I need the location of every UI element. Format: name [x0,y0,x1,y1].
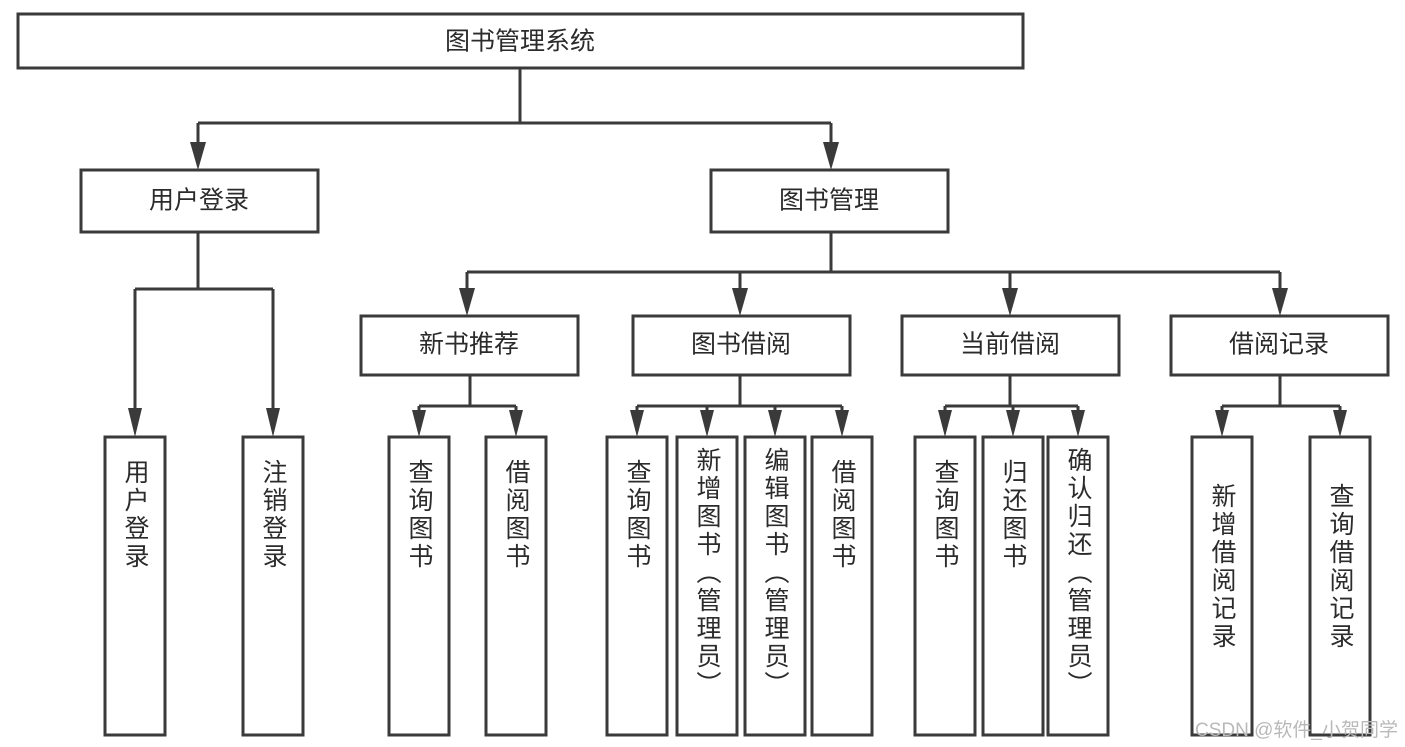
node-current-borrowing-label: 当前借阅 [960,331,1060,359]
node-user-login-box[interactable] [79,168,320,234]
node-new-book-recommendation-box[interactable] [359,314,580,377]
leaf-borrow-borrow-book[interactable]: 借阅图书 [810,435,874,737]
leaf-borrow-query-book[interactable]: 查询图书 [605,435,669,737]
arrow-head-new-book-leaf-2 [509,410,523,437]
arrow-head-book-borrow-leaf-2 [700,410,714,437]
leaf-borrow-query-book-label: 查询图书 [623,459,652,571]
leaf-borrow-edit-book[interactable]: 编辑图书（管理员） [743,435,807,737]
node-book-management-label: 图书管理 [779,187,879,215]
arrow-head-book-borrow-leaf-4 [835,410,849,437]
connector-group-book-mgmt [459,232,1288,316]
node-book-management-box[interactable] [709,168,950,234]
leaf-borrow-add-book[interactable]: 新增图书（管理员） [675,435,739,737]
leaf-current-query-book[interactable]: 查询图书 [913,435,977,737]
leaf-logout-label: 注销登录 [259,459,288,571]
leaf-borrow-query-book-box[interactable] [605,435,669,737]
connector-group-root [190,68,839,170]
leaf-borrow-borrow-book-box[interactable] [810,435,874,737]
leaf-records-add[interactable]: 新增借阅记录 [1190,435,1254,737]
leaf-records-query-box[interactable] [1308,435,1372,737]
arrow-head-new-book-leaf-1 [412,410,426,437]
connector-group-borrow-records [1215,375,1347,437]
leaf-current-confirm-return-label: 确认归还（管理员） [1064,447,1093,699]
node-borrowing-records-label: 借阅记录 [1229,331,1329,359]
arrow-head-to-current-borrow [1002,288,1018,316]
arrow-head-to-new-book-rec [459,288,475,316]
leaf-new-book-borrow-label: 借阅图书 [502,459,531,571]
leaf-borrow-add-book-box[interactable] [675,435,739,737]
leaf-current-return-book-label: 归还图书 [999,459,1028,571]
arrow-head-book-borrow-leaf-3 [768,410,782,437]
leaf-user-login[interactable]: 用户登录 [103,435,167,737]
leaf-user-login-label: 用户登录 [121,459,150,571]
leaf-records-query[interactable]: 查询借阅记录 [1308,435,1372,737]
arrow-head-to-borrow-records [1272,288,1288,316]
node-root-label: 图书管理系统 [445,28,595,56]
leaf-new-book-query-box[interactable] [387,435,451,737]
leaf-new-book-query[interactable]: 查询图书 [387,435,451,737]
connector-group-book-borrow [630,375,849,437]
node-book-management[interactable]: 图书管理 [709,168,950,234]
leaf-new-book-borrow-box[interactable] [484,435,548,737]
arrow-head-current-borrow-leaf-2 [1006,410,1020,437]
node-root-box[interactable] [16,12,1025,70]
leaf-records-query-label: 查询借阅记录 [1326,483,1355,651]
node-current-borrowing[interactable]: 当前借阅 [900,314,1121,377]
leaf-new-book-query-label: 查询图书 [405,459,434,571]
arrow-head-current-borrow-leaf-1 [938,410,952,437]
leaf-new-book-borrow[interactable]: 借阅图书 [484,435,548,737]
watermark-label: CSDN @软件_小贺同学 [1195,719,1398,741]
arrow-head-current-borrow-leaf-3 [1071,410,1085,437]
leaf-borrow-add-book-label: 新增图书（管理员） [693,447,722,699]
leaf-current-query-book-label: 查询图书 [931,459,960,571]
leaf-current-return-book[interactable]: 归还图书 [981,435,1045,737]
leaf-current-return-book-box[interactable] [981,435,1045,737]
leaf-current-query-book-box[interactable] [913,435,977,737]
arrow-head-to-book-borrow [732,288,748,316]
node-user-login[interactable]: 用户登录 [79,168,320,234]
leaf-records-add-box[interactable] [1190,435,1254,737]
arrow-head-book-borrow-leaf-1 [630,410,644,437]
arrow-head-borrow-records-leaf-1 [1215,410,1229,437]
arrow-head-borrow-records-leaf-2 [1333,410,1347,437]
node-root-system[interactable]: 图书管理系统 [16,12,1025,70]
leaf-logout-box[interactable] [241,435,305,737]
node-user-login-label: 用户登录 [149,187,249,215]
leaf-borrow-edit-book-label: 编辑图书（管理员） [761,447,790,699]
arrow-head-to-logout-leaf [266,408,280,437]
node-borrowing-records[interactable]: 借阅记录 [1169,314,1390,377]
leaf-borrow-borrow-book-label: 借阅图书 [828,459,857,571]
arrow-head-to-user-login-leaf [128,408,142,437]
leaf-records-add-label: 新增借阅记录 [1208,483,1237,651]
connector-group-current-borrow [938,375,1085,437]
leaf-current-confirm-return-box[interactable] [1046,435,1110,737]
leaf-borrow-edit-book-box[interactable] [743,435,807,737]
connector-group-new-book-rec [412,375,523,437]
node-book-borrowing-label: 图书借阅 [691,331,791,359]
connector-group-user-login [128,232,280,437]
node-new-book-recommendation[interactable]: 新书推荐 [359,314,580,377]
arrow-head-root-to-user-login [190,142,206,170]
node-new-book-recommendation-label: 新书推荐 [419,331,519,359]
leaf-current-confirm-return[interactable]: 确认归还（管理员） [1046,435,1110,737]
leaf-logout[interactable]: 注销登录 [241,435,305,737]
node-book-borrowing[interactable]: 图书借阅 [631,314,852,377]
node-book-borrowing-box[interactable] [631,314,852,377]
node-current-borrowing-box[interactable] [900,314,1121,377]
arrow-head-root-to-book-mgmt [823,142,839,170]
node-borrowing-records-box[interactable] [1169,314,1390,377]
leaf-user-login-box[interactable] [103,435,167,737]
